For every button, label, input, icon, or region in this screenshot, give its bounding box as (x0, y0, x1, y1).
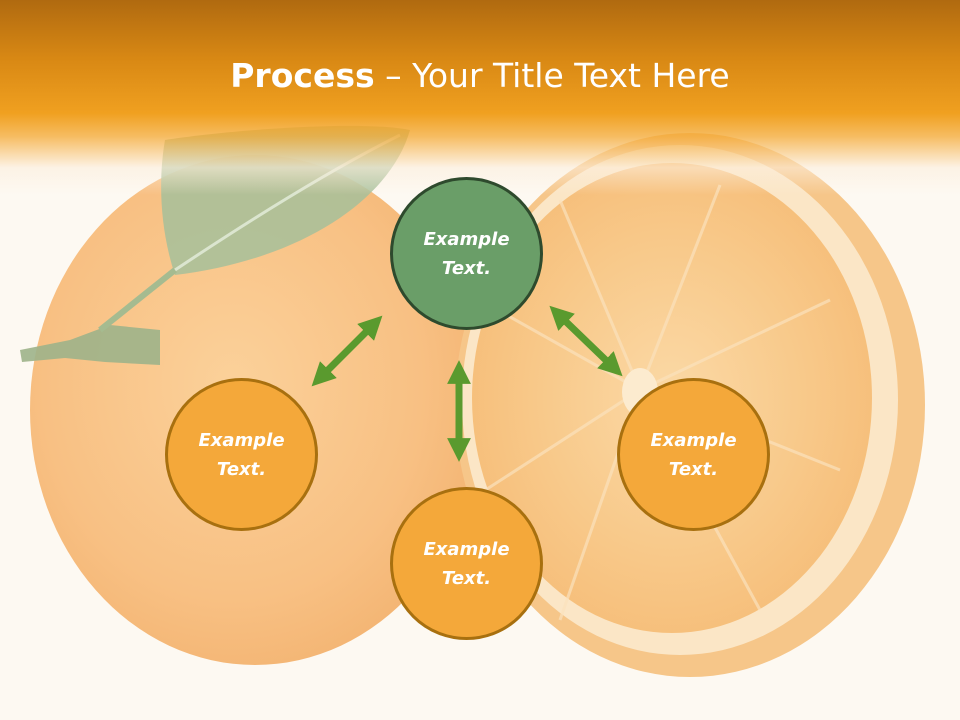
node-right-text: Example Text. (634, 426, 754, 484)
node-right-line1: Example (650, 429, 737, 451)
process-node-left[interactable]: Example Text. (165, 378, 318, 531)
process-node-bottom[interactable]: Example Text. (390, 487, 543, 640)
process-node-right[interactable]: Example Text. (617, 378, 770, 531)
node-bottom-line2: Text. (441, 567, 492, 589)
slide-title[interactable]: Process – Your Title Text Here (0, 54, 960, 98)
title-bold-text: Process (230, 56, 375, 95)
node-left-line1: Example (198, 429, 285, 451)
arrow-top-to-right (549, 305, 623, 377)
title-rest-text: – Your Title Text Here (374, 56, 730, 95)
arrow-left-to-top (311, 315, 383, 387)
node-top-line2: Text. (441, 257, 492, 279)
node-bottom-line1: Example (423, 538, 510, 560)
node-left-line2: Text. (216, 458, 267, 480)
node-right-line2: Text. (668, 458, 719, 480)
title-banner (0, 0, 960, 195)
process-node-top[interactable]: Example Text. (390, 177, 543, 330)
node-top-line1: Example (423, 228, 510, 250)
node-bottom-text: Example Text. (407, 535, 527, 593)
node-left-text: Example Text. (182, 426, 302, 484)
node-top-text: Example Text. (407, 225, 527, 283)
